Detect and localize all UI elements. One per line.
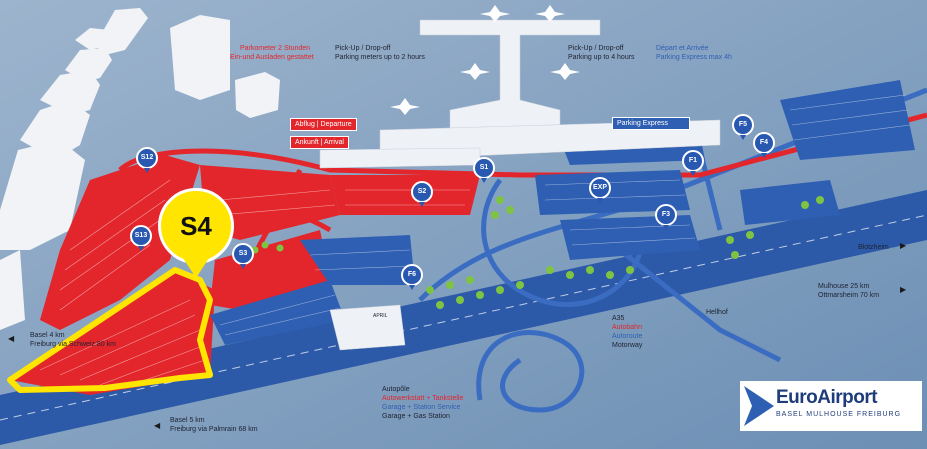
marker-s3[interactable]: S3 — [232, 243, 254, 269]
arrow-left-icon: ◀ — [8, 334, 15, 343]
autopole-blue: Garage + Station Service — [382, 404, 461, 411]
marker-f5[interactable]: F5 — [732, 114, 754, 140]
a35-title: A35 — [612, 315, 625, 322]
autopole-dark: Garage + Gas Station — [382, 413, 450, 420]
dir-mulhouse: Mulhouse 25 km — [818, 283, 870, 290]
marker-f4[interactable]: F4 — [753, 132, 775, 158]
dir-freiburg-schweiz: Freiburg via Schweiz 80 km — [30, 341, 116, 348]
marker-f6[interactable]: F6 — [401, 264, 423, 290]
label-hellhof: Hellhof — [706, 309, 728, 316]
pickup-right-blue-1: Départ et Arrivée — [656, 45, 709, 52]
marker-s12[interactable]: S12 — [136, 147, 158, 173]
marker-s13[interactable]: S13 — [130, 225, 152, 251]
pickup-left-red-1: Parkometer 2 Stunden — [240, 45, 311, 52]
dir-basel5: Basel 5 km — [170, 417, 205, 424]
arrow-right-icon: ▶ — [900, 285, 907, 294]
highway — [0, 190, 927, 445]
marker-f3[interactable]: F3 — [655, 204, 677, 230]
dir-ottmarsheim: Ottmarsheim 70 km — [818, 292, 880, 299]
marker-f1[interactable]: F1 — [682, 150, 704, 176]
pickup-left-dark-1: Pick-Up / Drop-off — [335, 45, 391, 52]
pickup-right-blue-2: Parking Express max 4h — [656, 54, 732, 61]
dir-basel4: Basel 4 km — [30, 332, 65, 339]
logo-mark-icon — [744, 386, 774, 426]
arrival-sign: Ankunft | Arrival — [290, 136, 349, 149]
logo-cities: BASEL MULHOUSE FREIBURG — [776, 411, 902, 418]
parking-grid — [39, 179, 470, 386]
s4-callout-pointer — [183, 258, 209, 278]
a35-red: Autobahn — [612, 324, 642, 331]
arrow-left-icon: ◀ — [154, 421, 161, 430]
marker-s2[interactable]: S2 — [411, 181, 433, 207]
building-sign: APRIL — [373, 313, 388, 319]
autopole-red: Autowerkstatt + Tankstelle — [382, 395, 464, 402]
aircraft — [390, 5, 580, 115]
pickup-left-red-2: Ein-und Ausladen gestattet — [230, 54, 314, 61]
departure-sign: Abflug | Departure — [290, 118, 357, 131]
pickup-right-dark-2: Parking up to 4 hours — [568, 54, 635, 61]
a35-blue: Autoroute — [612, 333, 643, 340]
pickup-right-dark-1: Pick-Up / Drop-off — [568, 45, 624, 52]
blue-parking-grid — [219, 94, 911, 336]
marker-s4-callout[interactable]: S4 — [158, 188, 234, 264]
arrow-right-icon: ▶ — [900, 241, 907, 250]
autopole-title: Autopôle — [382, 386, 410, 393]
marker-exp[interactable]: EXP — [589, 177, 611, 203]
blue-parking-areas — [210, 80, 915, 345]
parking-express-sign: Parking Express — [612, 117, 690, 130]
logo-name: EuroAirport — [776, 387, 878, 408]
dir-freiburg-palmrain: Freiburg via Palmrain 68 km — [170, 426, 258, 433]
terminal — [319, 19, 721, 351]
a35-dark: Motorway — [612, 342, 643, 349]
pickup-left-dark-2: Parking meters up to 2 hours — [335, 54, 425, 61]
marker-s1[interactable]: S1 — [473, 157, 495, 183]
dir-blotzheim: Blotzheim — [858, 244, 889, 251]
euroairport-logo: EuroAirport BASEL MULHOUSE FREIBURG — [740, 381, 922, 431]
s4-label: S4 — [180, 211, 212, 241]
buildings-left — [0, 8, 280, 330]
